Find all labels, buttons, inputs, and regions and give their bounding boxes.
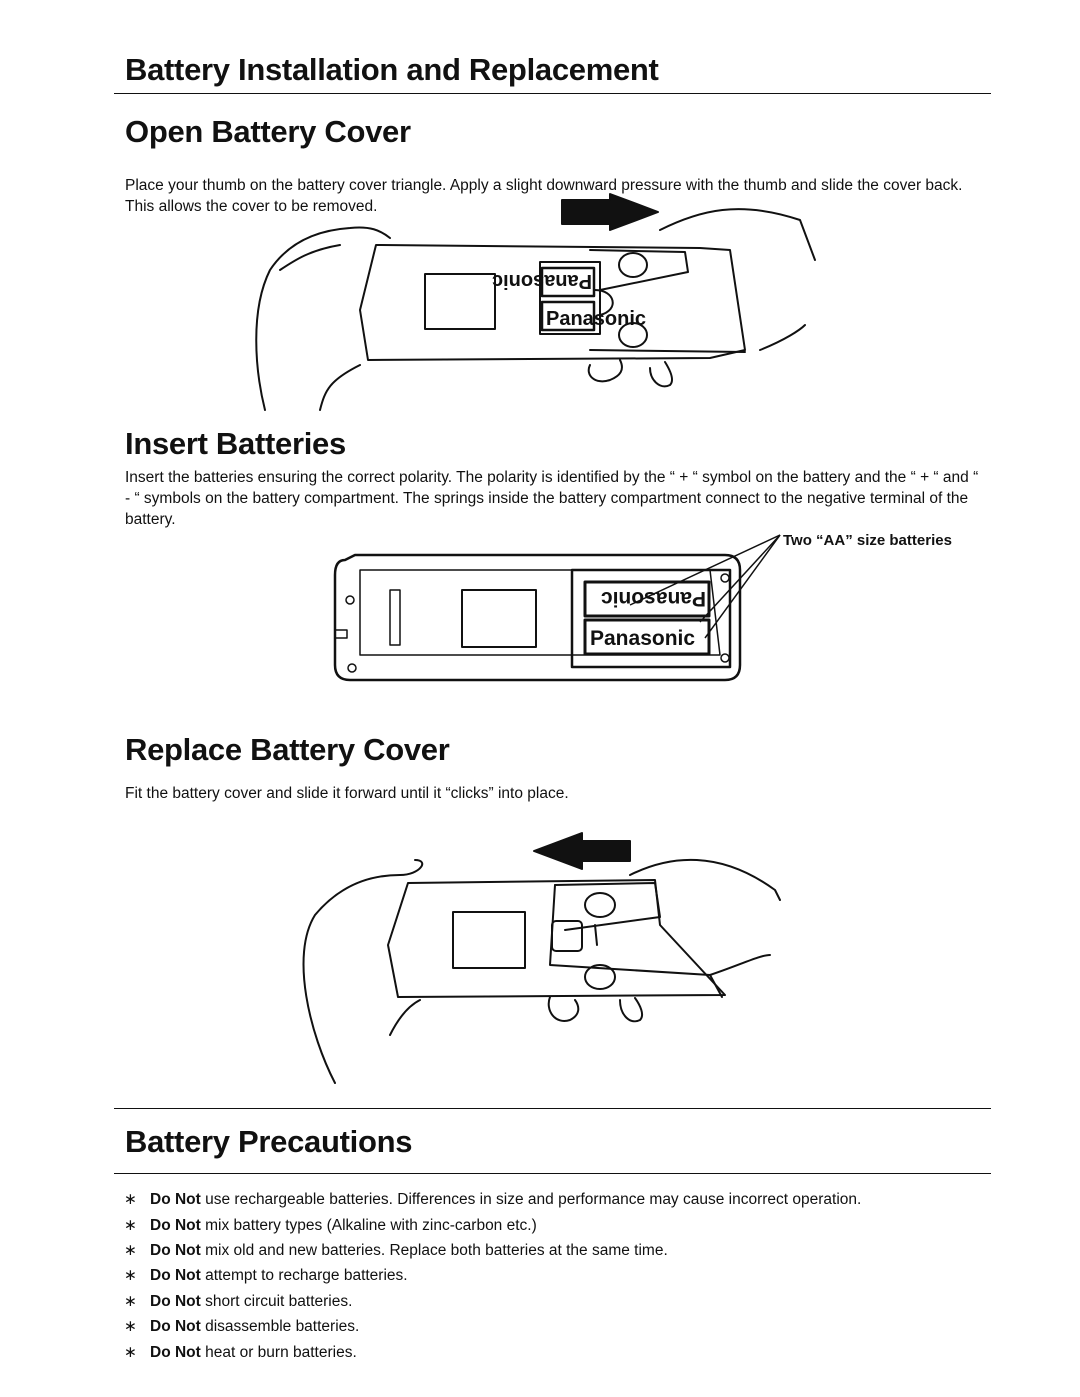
open-cover-illustration: Panasonic Panasonic (255, 193, 816, 411)
remote-body (387, 879, 726, 998)
replace-cover-text: Fit the battery cover and slide it forwa… (125, 785, 569, 802)
replace-cover-heading: Replace Battery Cover (125, 732, 450, 767)
right-hand (659, 208, 816, 261)
left-hand (302, 859, 424, 1084)
slide-arrow-left-icon (533, 832, 631, 870)
svg-text:Panasonic: Panasonic (546, 308, 646, 330)
list-item: ∗Do Not disassemble batteries. (124, 1318, 360, 1335)
svg-text:Panasonic: Panasonic (492, 270, 592, 292)
right-hand (629, 858, 781, 901)
open-cover-heading: Open Battery Cover (125, 114, 411, 149)
slide-arrow-right-icon (561, 193, 659, 231)
precautions-heading: Battery Precautions (125, 1124, 413, 1159)
precautions-divider (114, 1173, 991, 1174)
remote-window (424, 273, 496, 330)
left-hand (255, 226, 391, 411)
open-cover-text: Place your thumb on the battery cover tr… (125, 177, 963, 215)
list-item: ∗Do Not mix battery types (Alkaline with… (124, 1217, 537, 1234)
list-item: ∗Do Not use rechargeable batteries. Diff… (124, 1191, 862, 1208)
list-item: ∗Do Not attempt to recharge batteries. (124, 1267, 408, 1284)
svg-text:Panasonic: Panasonic (601, 587, 706, 610)
battery-compartment-illustration: Panasonic Panasonic (333, 534, 781, 682)
title-divider (114, 93, 991, 94)
remote-window (461, 589, 537, 648)
svg-text:Panasonic: Panasonic (590, 627, 695, 650)
battery-callout-label: Two “AA” size batteries (783, 532, 952, 549)
list-item: ∗Do Not heat or burn batteries. (124, 1344, 357, 1361)
remote-body (359, 244, 746, 361)
remote-open-body (333, 553, 742, 682)
insert-batteries-text: Insert the batteries ensuring the correc… (125, 469, 979, 528)
insert-batteries-heading: Insert Batteries (125, 426, 346, 461)
list-item: ∗Do Not short circuit batteries. (124, 1293, 353, 1310)
replace-cover-illustration (302, 832, 781, 1084)
page-title: Battery Installation and Replacement (125, 52, 659, 87)
battery-top (583, 580, 711, 618)
remote-window (452, 911, 526, 969)
precautions-top-divider (114, 1108, 991, 1109)
list-item: ∗Do Not mix old and new batteries. Repla… (124, 1242, 668, 1259)
battery-bottom (583, 618, 711, 656)
